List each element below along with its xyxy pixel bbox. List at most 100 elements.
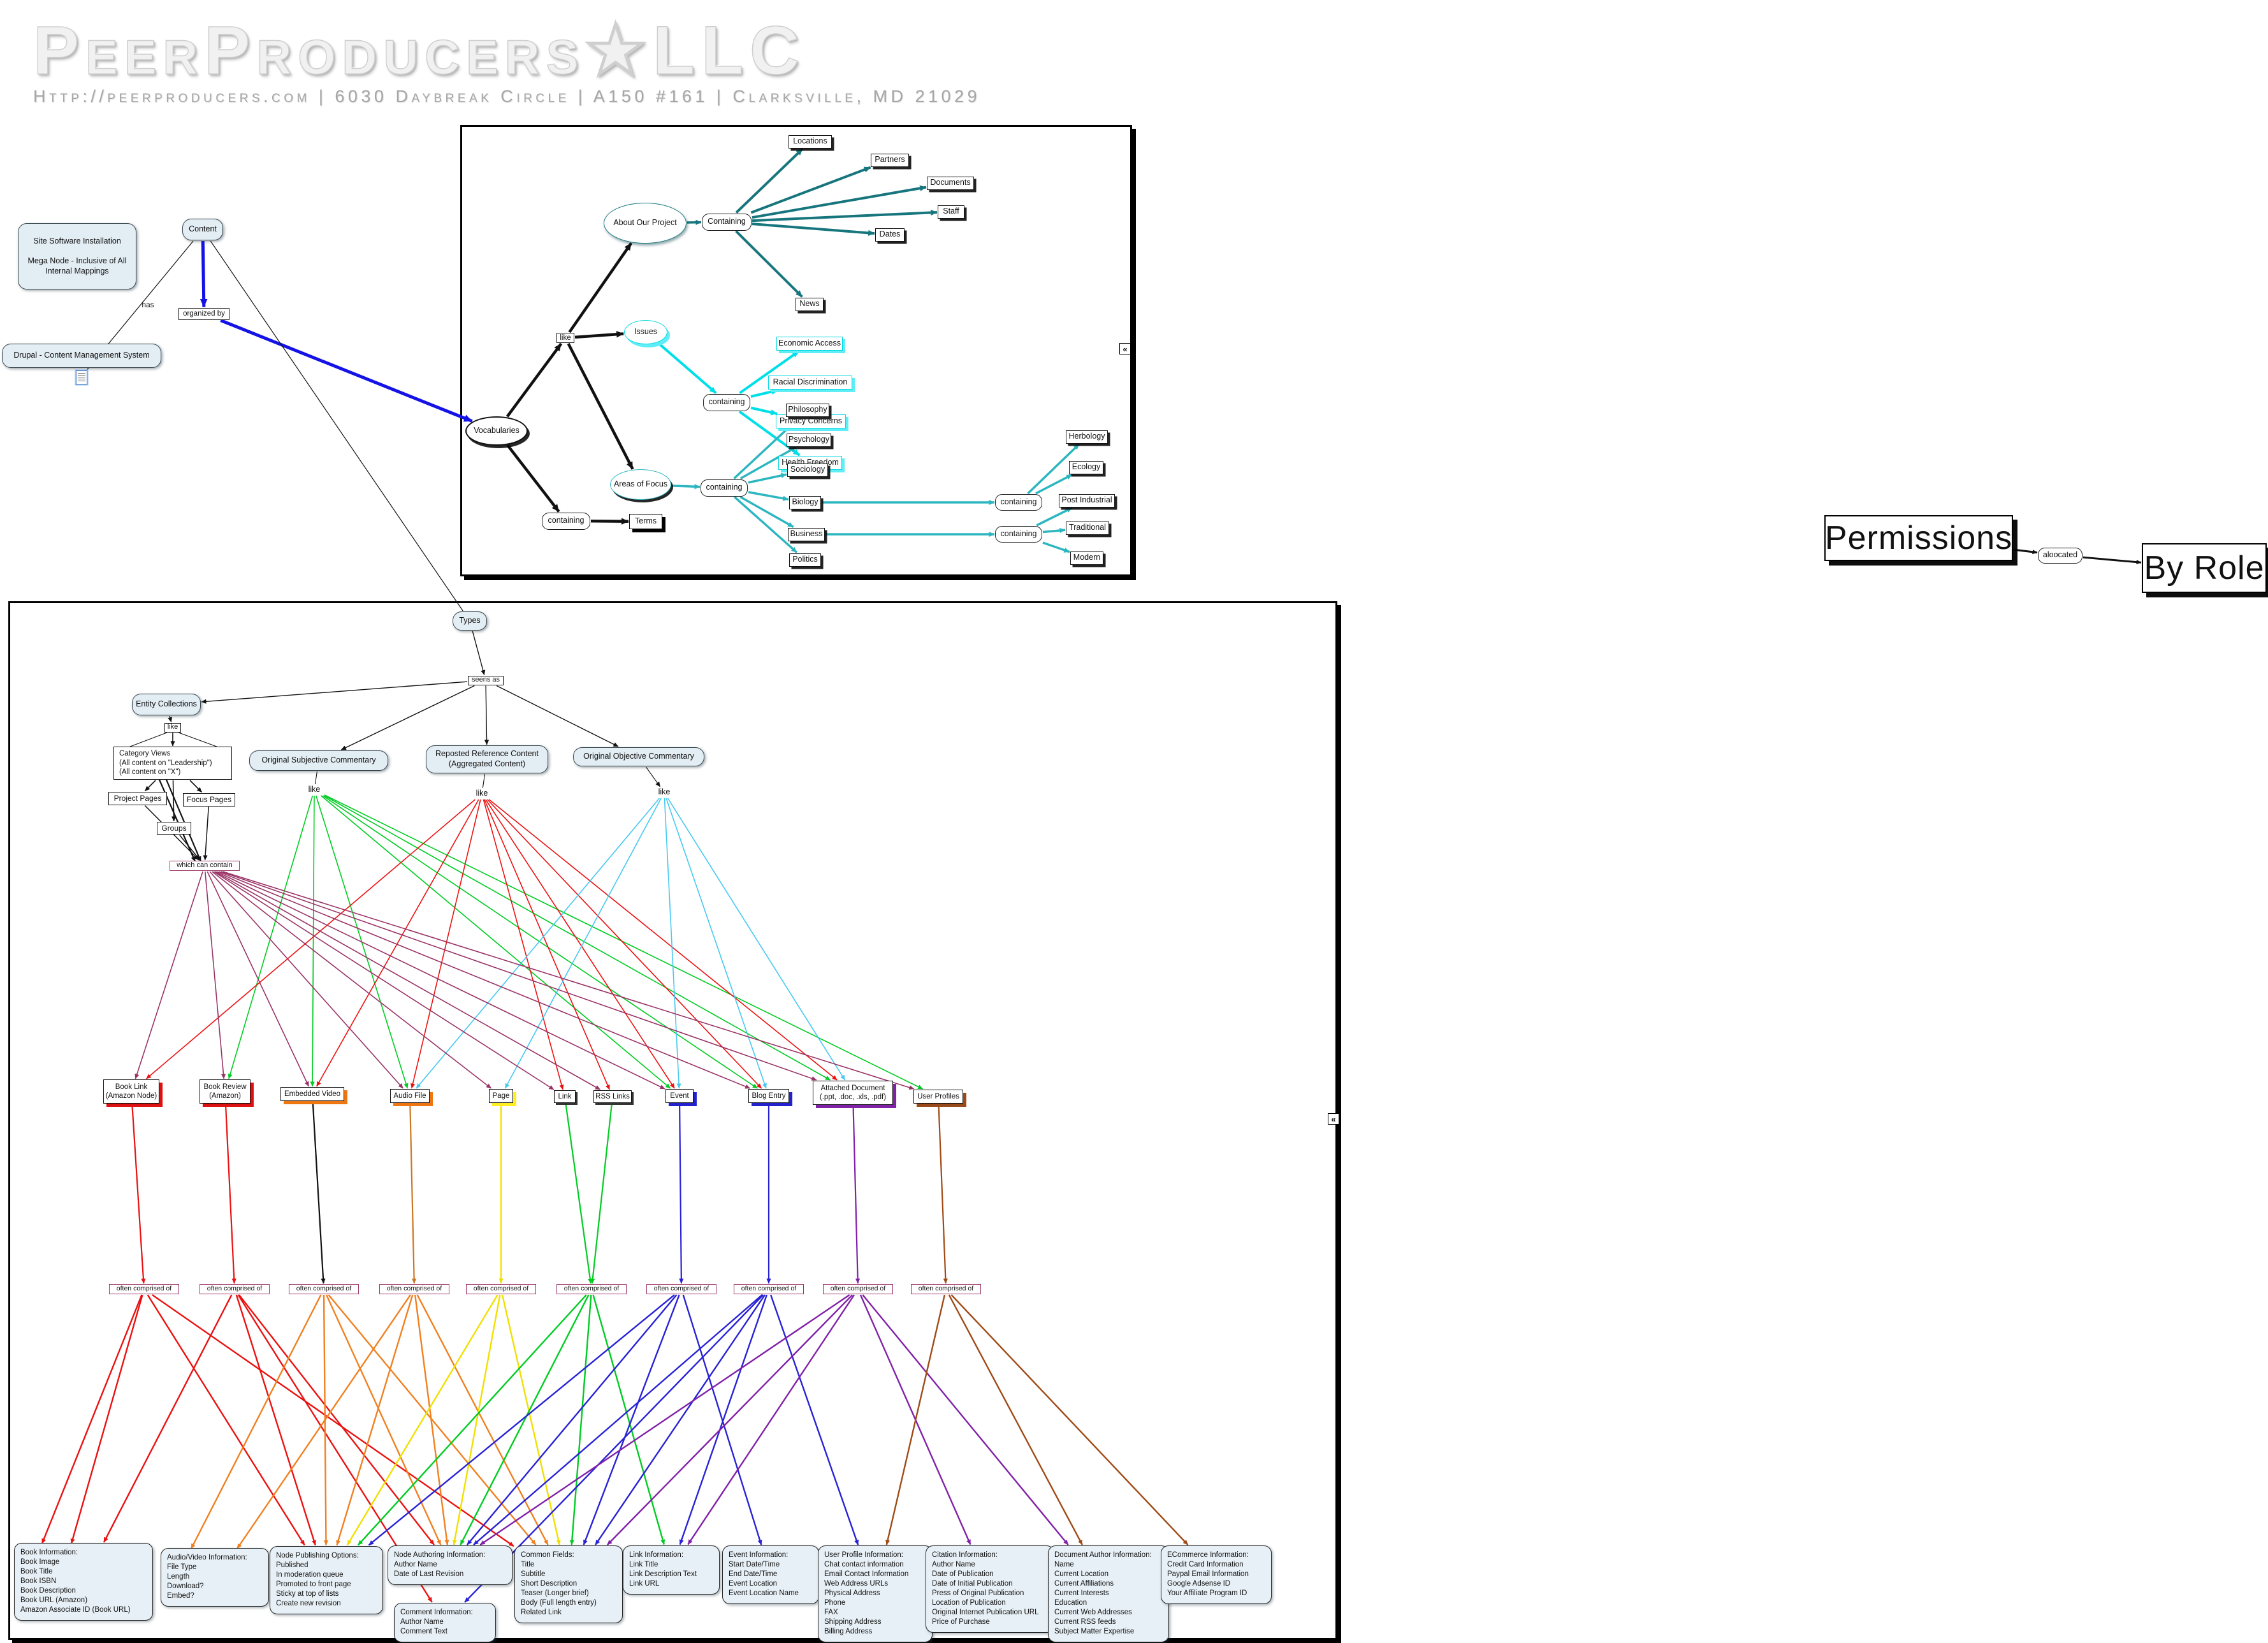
node-oco10[interactable]: often comprised of [911,1284,981,1294]
edge [1027,443,1080,495]
node-business[interactable]: Business [788,527,825,541]
node-cont_bus[interactable]: containing [995,526,1042,543]
node-userprof[interactable]: User Profiles [913,1090,963,1104]
edge [486,799,762,1089]
node-locations[interactable]: Locations [789,135,832,149]
node-privacy[interactable]: Privacy Concerns [776,414,846,428]
node-byrole[interactable]: By Role [2142,543,2267,593]
node-b_docauthor[interactable]: Document Author Information: Name Curren… [1048,1545,1169,1642]
node-oco8[interactable]: often comprised of [734,1284,804,1294]
node-cont_terms[interactable]: containing [542,512,590,530]
edge [671,484,701,490]
node-permissions[interactable]: Permissions [1824,515,2013,561]
node-bookreview[interactable]: Book Review (Amazon) [200,1079,251,1104]
node-philosophy[interactable]: Philosophy [786,403,829,417]
node-b_av[interactable]: Audio/Video Information: File Type Lengt… [161,1548,269,1607]
collapse-icon[interactable]: « [1328,1113,1339,1125]
node-modern[interactable]: Modern [1070,551,1103,565]
node-documents[interactable]: Documents [927,176,974,190]
node-rrc[interactable]: Reposted Reference Content (Aggregated C… [426,745,548,773]
node-project[interactable]: Project Pages [108,791,167,805]
node-cont_bio[interactable]: containing [995,494,1042,511]
node-like_osc: like [308,785,321,794]
node-biology[interactable]: Biology [789,495,821,509]
node-herbology[interactable]: Herbology [1066,430,1108,444]
node-embvideo[interactable]: Embedded Video [280,1087,344,1101]
node-ecology[interactable]: Ecology [1069,460,1103,474]
collapse-icon[interactable]: « [1119,343,1131,354]
node-b_comment[interactable]: Comment Information: Author Name Comment… [394,1603,496,1642]
node-aloocated[interactable]: aloocated [2038,547,2083,564]
node-wcc[interactable]: which can contain [170,861,240,871]
node-psychology[interactable]: Psychology [787,433,831,447]
node-racial[interactable]: Racial Discrimination [768,376,852,390]
node-b_common[interactable]: Common Fields: Title Subtitle Short Desc… [514,1545,623,1623]
node-vocab[interactable]: Vocabularies [465,416,528,446]
edge [201,681,468,704]
node-osc[interactable]: Original Subjective Commentary [249,750,388,771]
node-focus[interactable]: Focus Pages [183,792,235,807]
node-audiofile[interactable]: Audio File [390,1089,430,1103]
node-cont_iss[interactable]: containing [703,393,750,411]
node-b_user[interactable]: User Profile Information: Chat contact i… [818,1545,933,1642]
node-drupal[interactable]: Drupal - Content Management System [2,344,161,368]
node-page[interactable]: Page [489,1089,513,1103]
edge [190,1294,322,1549]
node-booklink[interactable]: Book Link (Amazon Node) [103,1079,159,1104]
node-oco9[interactable]: often comprised of [823,1284,893,1294]
node-cont_areas[interactable]: containing [701,479,748,497]
node-news[interactable]: News [796,297,824,311]
node-b_pub[interactable]: Node Publishing Options: Published In mo… [270,1545,383,1614]
node-b_citation[interactable]: Citation Information: Author Name Date o… [926,1545,1054,1633]
edge [752,209,938,223]
node-politics[interactable]: Politics [789,553,821,567]
edge [568,242,633,333]
node-oco2[interactable]: often comprised of [200,1284,270,1294]
node-rss[interactable]: RSS Links [593,1090,632,1103]
node-b_ecom[interactable]: ECommerce Information: Credit Card Infor… [1161,1545,1272,1604]
node-partners[interactable]: Partners [871,153,909,167]
node-ooc[interactable]: Original Objective Commentary [573,747,704,766]
node-oco3[interactable]: often comprised of [289,1284,359,1294]
node-oco4[interactable]: often comprised of [379,1284,449,1294]
node-about[interactable]: About Our Project [604,203,687,244]
node-oco1[interactable]: often comprised of [109,1284,179,1294]
edge [41,1294,143,1544]
node-b_book[interactable]: Book Information: Book Image Book Title … [14,1543,153,1621]
node-b_auth[interactable]: Node Authoring Information: Author Name … [388,1545,512,1585]
node-organized[interactable]: organized by [178,307,229,320]
node-groups[interactable]: Groups [157,822,191,835]
node-catviews[interactable]: Category Views (All content on "Leadersh… [113,747,232,780]
node-cont_about[interactable]: Containing [702,213,752,231]
node-postind[interactable]: Post Industrial [1059,493,1115,508]
node-seens[interactable]: seens as [468,675,504,685]
node-b_link[interactable]: Link Information: Link Title Link Descri… [623,1545,720,1595]
node-oco6[interactable]: often comprised of [556,1284,627,1294]
node-types[interactable]: Types [453,611,487,631]
edge [312,1101,326,1284]
node-oco5[interactable]: often comprised of [466,1284,536,1294]
node-oco7[interactable]: often comprised of [646,1284,716,1294]
node-terms[interactable]: Terms [629,514,662,529]
node-traditional[interactable]: Traditional [1066,521,1109,535]
node-blog[interactable]: Blog Entry [748,1089,789,1103]
node-event[interactable]: Event [665,1089,694,1103]
node-staff[interactable]: Staff [938,205,964,219]
node-content[interactable]: Content [182,219,223,240]
node-attached[interactable]: Attached Document (.ppt, .doc, .xls, .pd… [813,1081,893,1105]
node-sociology[interactable]: Sociology [787,463,828,477]
node-entity[interactable]: Entity Collections [132,694,201,715]
document-icon[interactable] [76,370,87,384]
edge [679,1294,768,1545]
edge [569,1294,592,1545]
node-site[interactable]: Site Software Installation Mega Node - I… [18,223,136,289]
node-b_event[interactable]: Event Information: Start Date/Time End D… [722,1545,819,1604]
edge [414,1294,449,1545]
node-areas[interactable]: Areas of Focus [610,469,671,500]
node-like_ec[interactable]: like [164,722,181,733]
node-economic[interactable]: Economic Access [776,337,843,351]
node-issues[interactable]: Issues [624,320,667,344]
node-like_top[interactable]: like [556,333,574,343]
node-link[interactable]: Link [554,1090,576,1103]
node-dates[interactable]: Dates [875,228,905,242]
